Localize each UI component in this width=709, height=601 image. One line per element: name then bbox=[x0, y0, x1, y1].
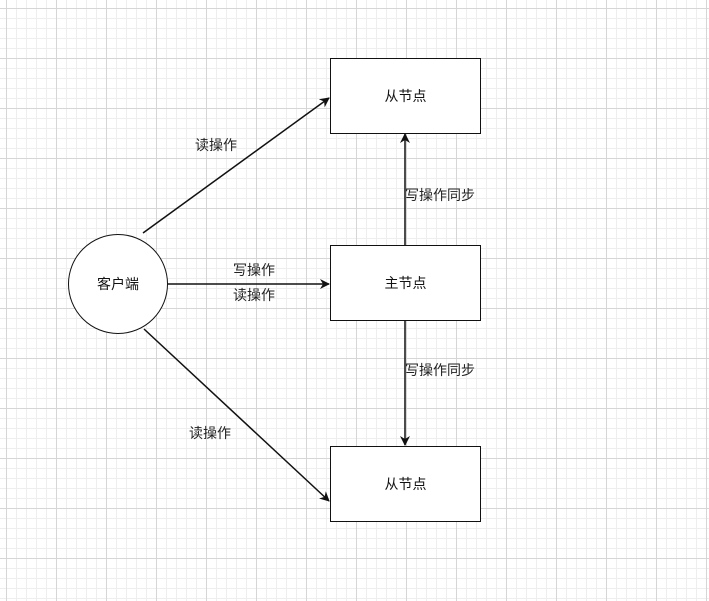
edge-label-sync-bottom: 写操作同步 bbox=[405, 363, 475, 379]
edge-label-write-master: 写操作 bbox=[233, 263, 275, 279]
client-node-label: 客户端 bbox=[97, 277, 139, 293]
edge-label-sync-top: 写操作同步 bbox=[405, 188, 475, 204]
slave-node-top-label: 从节点 bbox=[384, 89, 427, 105]
slave-node-bottom[interactable]: 从节点 bbox=[330, 446, 481, 522]
edge-client-to-slave-top bbox=[142, 97, 330, 234]
slave-node-top[interactable]: 从节点 bbox=[330, 58, 481, 134]
edge-client-to-slave-bottom bbox=[143, 328, 330, 502]
slave-node-bottom-label: 从节点 bbox=[384, 477, 427, 493]
master-node[interactable]: 主节点 bbox=[330, 245, 481, 321]
edge-label-read-top: 读操作 bbox=[195, 138, 237, 154]
master-node-label: 主节点 bbox=[384, 276, 427, 292]
edge-label-read-bottom: 读操作 bbox=[189, 426, 231, 442]
client-node[interactable]: 客户端 bbox=[68, 234, 168, 334]
edge-label-read-master: 读操作 bbox=[233, 288, 275, 304]
